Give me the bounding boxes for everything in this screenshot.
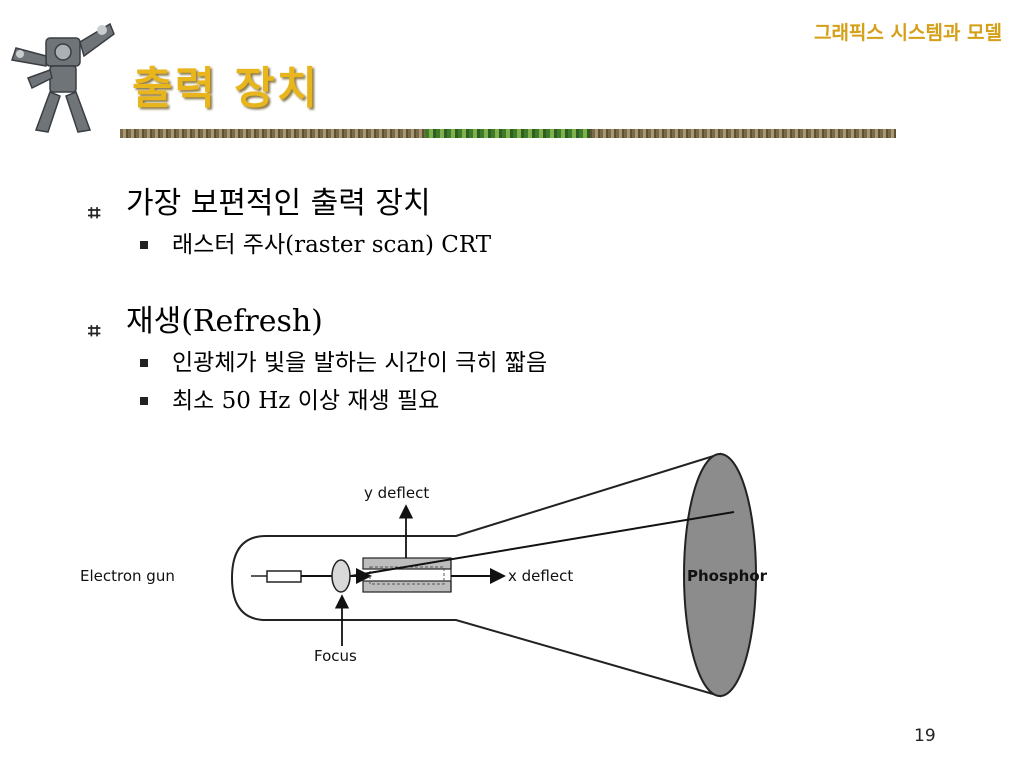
bullet-level2: 최소 50 Hz 이상 재생 필요 — [88, 382, 788, 420]
x-deflect-plate — [362, 580, 452, 593]
hash-bullet-icon: ⌗ — [88, 201, 101, 226]
deflected-beam — [350, 511, 735, 577]
crt-diagram: Electron gun y deflect x deflect Focus P… — [80, 452, 768, 698]
bullet-list: ⌗ 가장 보편적인 출력 장치 래스터 주사(raster scan) CRT … — [88, 182, 788, 420]
bullet-text: 가장 보편적인 출력 장치 — [126, 186, 431, 221]
bullet-text: 래스터 주사(raster scan) CRT — [172, 232, 492, 258]
x-deflect-label: x deflect — [508, 567, 573, 585]
header-subtitle: 그래픽스 시스템과 모델 — [813, 22, 1002, 44]
electron-gun — [266, 570, 302, 583]
title-divider — [120, 129, 896, 138]
bullet-level1: ⌗ 가장 보편적인 출력 장치 — [88, 182, 788, 226]
square-bullet-icon — [140, 397, 148, 405]
page-number: 19 — [914, 726, 936, 746]
hash-bullet-icon: ⌗ — [88, 319, 101, 344]
title-divider-leaves — [425, 129, 590, 138]
square-bullet-icon — [140, 241, 148, 249]
bullet-text: 재생(Refresh) — [126, 304, 323, 339]
focus-lens — [331, 559, 351, 593]
bullet-text: 인광체가 빛을 발하는 시간이 극히 짧음 — [172, 350, 548, 376]
bullet-level1: ⌗ 재생(Refresh) — [88, 300, 788, 344]
electron-gun-label: Electron gun — [80, 567, 175, 585]
bullet-level2: 래스터 주사(raster scan) CRT — [88, 226, 788, 264]
phosphor-screen — [683, 453, 757, 697]
bullet-text: 최소 50 Hz 이상 재생 필요 — [172, 388, 440, 414]
bullet-level2: 인광체가 빛을 발하는 시간이 극히 짧음 — [88, 344, 788, 382]
square-bullet-icon — [140, 359, 148, 367]
slide-title: 출력 장치 — [132, 63, 320, 114]
phosphor-label: Phosphor — [687, 567, 768, 585]
y-deflect-label: y deflect — [364, 484, 429, 502]
robot-logo-icon — [11, 22, 115, 133]
focus-label: Focus — [314, 647, 357, 665]
